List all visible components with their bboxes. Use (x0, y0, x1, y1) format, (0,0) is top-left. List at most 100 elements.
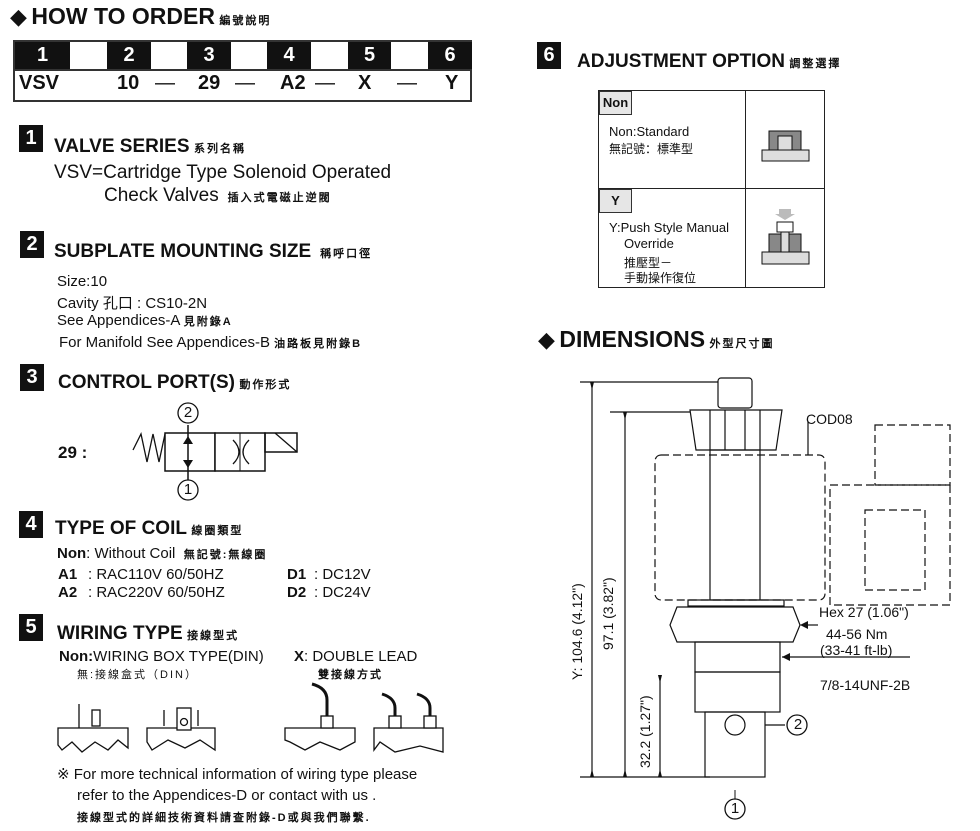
control-port-cn: 動作形式 (239, 379, 292, 391)
section-number: 6 (537, 42, 561, 69)
appendix-a-text: See Appendices-A (57, 312, 180, 329)
option-y-label: Y:Push Style Manual (609, 220, 729, 235)
section-number: 5 (19, 614, 43, 641)
wiring-non-val: WIRING BOX TYPE(DIN) (93, 648, 264, 665)
port-2-marker (786, 714, 808, 736)
wiring-illustrations (57, 682, 444, 753)
wiring-non-key: Non: (59, 648, 94, 665)
body-height-label: 97.1 (3.82") (600, 577, 616, 650)
wiring-x-val: : DOUBLE LEAD (304, 648, 418, 665)
coil-non-key: Non (57, 545, 87, 562)
torque-label-imperial: (33-41 ft-lb) (820, 642, 893, 658)
val-series: VSV (19, 72, 60, 94)
hex-label: Hex 27 (1.06") (819, 604, 909, 620)
valve-series-desc: VSV=Cartridge Type Solenoid Operated (54, 162, 392, 183)
valve-series-title: VALVE SERIES (54, 136, 190, 157)
val-adjust: Y (445, 72, 459, 94)
wiring-title: WIRING TYPE (57, 623, 183, 644)
push-override-icon (761, 209, 810, 265)
dash: — (397, 72, 417, 94)
lower-height-label: 32.2 (1.27") (637, 695, 653, 768)
adjustment-title: ADJUSTMENT OPTION (577, 51, 785, 72)
section-number: 2 (20, 231, 44, 258)
diamond-icon: ◆ (10, 4, 27, 29)
section-number: 1 (19, 125, 43, 152)
option-y-cn: 推壓型－ (624, 256, 673, 270)
appendix-a-cn: 見附錄A (183, 316, 233, 328)
port-2-label: 2 (183, 404, 193, 421)
wiring-non-cn: 無:接線盒式（DIN） (77, 669, 198, 681)
val-port: 29 (198, 72, 221, 94)
val-wiring: X (358, 72, 372, 94)
option-non-cn: 無記號：標準型 (609, 142, 694, 156)
order-code-table: 1 2 3 4 5 6 VSV 10 — 29 — A2 — X — Y (13, 40, 472, 102)
appendix-b-cn: 油路板見附錄B (274, 338, 363, 350)
valve-series-desc-cn: 插入式電磁止逆閥 (227, 192, 332, 204)
port-2-marker (177, 402, 199, 424)
coil-non-cn: 無記號:無線圈 (183, 549, 268, 561)
option-tag-non: Non (599, 91, 632, 115)
coil-val: : RAC220V 60/50HZ (88, 584, 225, 601)
thread-label: 7/8-14UNF-2B (820, 677, 911, 693)
dash: — (315, 72, 335, 94)
double-lead-2 (373, 727, 444, 753)
wiring-x-cn: 雙接線方式 (318, 669, 383, 681)
coil-key: A2 (58, 584, 78, 601)
pos-6: 6 (428, 42, 472, 69)
mounting-size-cn: 稱呼口徑 (320, 248, 373, 260)
order-heading: ◆ HOW TO ORDER 編號說明 (10, 3, 271, 30)
option-y-cn2: 手動操作復位 (624, 271, 697, 285)
wiring-note-2: refer to the Appendices-D or contact wit… (77, 787, 377, 804)
coil-val: : DC12V (314, 566, 371, 583)
double-lead-1 (284, 727, 356, 751)
dimension-drawing (580, 377, 951, 820)
size-text: Size:10 (57, 273, 108, 290)
adjustment-table: Non Non:Standard 無記號：標準型 Y Y:Push Style … (598, 90, 825, 288)
pos-2: 2 (107, 42, 151, 69)
section-number: 4 (19, 511, 43, 538)
val-coil: A2 (280, 72, 306, 94)
val-size: 10 (117, 72, 140, 94)
pos-5: 5 (348, 42, 391, 69)
dimensions-cn: 外型尺寸圖 (709, 338, 775, 350)
mounting-size-title: SUBPLATE MOUNTING SIZE (54, 241, 312, 262)
din-connector-2 (146, 727, 216, 752)
valve-series-cn: 系列名稱 (193, 143, 246, 155)
port-1-marker (177, 479, 199, 501)
coil-key: D2 (287, 584, 307, 601)
coil-key: D1 (287, 566, 307, 583)
order-title-cn: 編號說明 (219, 15, 272, 27)
order-title: HOW TO ORDER (31, 3, 215, 29)
pos-3: 3 (187, 42, 231, 69)
option-non-label: Non:Standard (609, 124, 690, 139)
coil-val: : RAC110V 60/50HZ (88, 566, 224, 583)
valve-series-desc2: Check Valves (104, 185, 219, 206)
overall-height-label: Y: 104.6 (4.12") (569, 583, 585, 680)
control-code: 29 : (58, 443, 88, 462)
option-tag-y: Y (599, 189, 632, 213)
dash: — (235, 72, 255, 94)
torque-label: 44-56 Nm (826, 626, 888, 642)
dimensions-title: DIMENSIONS (559, 326, 706, 352)
coil-code-label: COD08 (806, 411, 853, 427)
dash: — (155, 72, 175, 94)
din-connector-1 (57, 727, 129, 753)
standard-adjust-icon (761, 130, 810, 162)
pos-4: 4 (267, 42, 311, 69)
coil-title: TYPE OF COIL (55, 518, 187, 539)
coil-val: : DC24V (314, 584, 371, 601)
wiring-note-cn: 接線型式的詳細技術資料請查附錄-D或與我們聯繫. (77, 812, 371, 824)
diamond-icon: ◆ (538, 327, 555, 352)
pos-1: 1 (15, 42, 70, 69)
valve-symbol (132, 402, 298, 501)
port-2-label: 2 (793, 716, 803, 733)
wiring-x-key: X (294, 648, 305, 665)
port-1-label: 1 (730, 800, 740, 817)
cavity-text: Cavity 孔口 : CS10-2N (57, 295, 208, 312)
adjustment-cn: 調整選擇 (789, 58, 842, 70)
wiring-note-1: ※ For more technical information of wiri… (57, 766, 418, 783)
port-1-label: 1 (183, 481, 193, 498)
option-y-label2: Override (624, 236, 674, 251)
coil-key: A1 (58, 566, 78, 583)
section-number: 3 (20, 364, 44, 391)
